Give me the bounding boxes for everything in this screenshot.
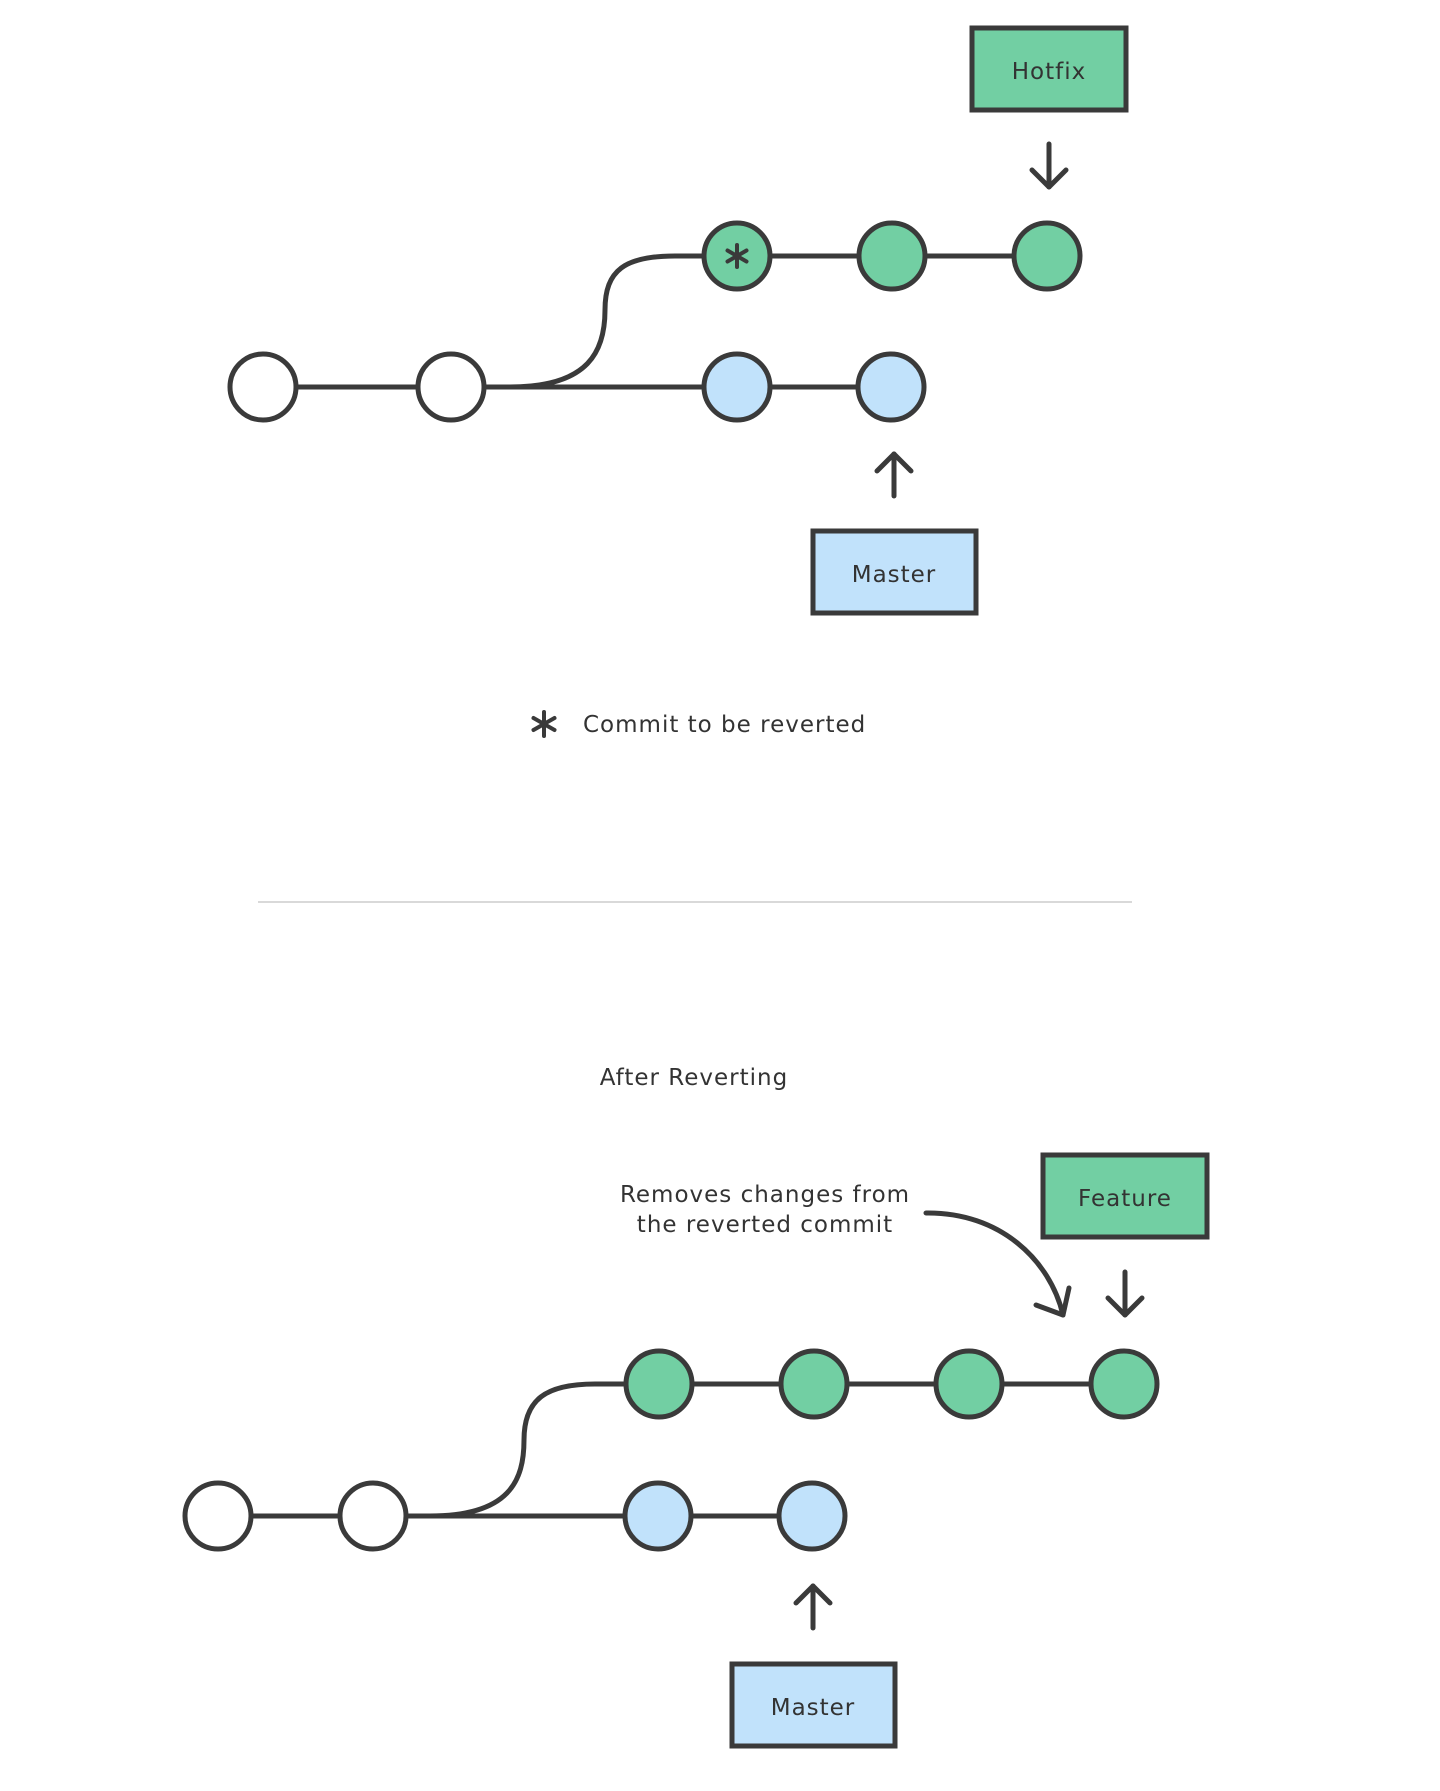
- feature-commit-node: [856, 220, 928, 292]
- annotation-line-2: the reverted commit: [637, 1212, 893, 1238]
- top-master-arrow-up-icon: [874, 451, 914, 499]
- feature-commit-node: [1011, 220, 1083, 292]
- hotfix-label-box: [969, 25, 1129, 113]
- bottom-commits: [182, 1348, 1160, 1552]
- master-commit-node: [776, 1480, 848, 1552]
- master-commit-node: [701, 351, 773, 423]
- bottom-branch-curve: [429, 1381, 625, 1519]
- top-master-label: Master: [810, 528, 979, 616]
- top-master-label-text: Master: [852, 562, 937, 588]
- master-commit-node: [855, 351, 927, 423]
- commit-node: [415, 351, 487, 423]
- feature-commit-node: [778, 1348, 850, 1420]
- hotfix-arrow-down-icon: [1029, 141, 1069, 190]
- revert-commit-node: [1088, 1348, 1160, 1420]
- hotfix-label-text: Hotfix: [1012, 59, 1086, 85]
- legend: Commit to be reverted: [531, 710, 866, 738]
- top-master-label-box: [810, 528, 979, 616]
- commit-node: [337, 1480, 409, 1552]
- bottom-branch-lines: [251, 1381, 1090, 1519]
- feature-label: Feature: [1040, 1152, 1210, 1240]
- top-branch-curve: [509, 253, 704, 390]
- hotfix-label: Hotfix: [969, 25, 1129, 113]
- master-commit-node: [622, 1480, 694, 1552]
- annotation-curved-arrow-icon: [923, 1210, 1072, 1318]
- top-branch-lines: [296, 253, 1012, 390]
- bottom-master-arrow-up-icon: [793, 1583, 833, 1631]
- commit-node: [227, 351, 299, 423]
- feature-label-text: Feature: [1078, 1186, 1172, 1212]
- asterisk-icon: [725, 243, 749, 269]
- feature-commit-node: [623, 1348, 695, 1420]
- legend-asterisk-icon: [531, 710, 557, 738]
- feature-commit-node: [933, 1348, 1005, 1420]
- bottom-master-label-box: [729, 1661, 898, 1749]
- annotation-line-1: Removes changes from: [620, 1182, 910, 1208]
- bottom-master-label: Master: [729, 1661, 898, 1749]
- bottom-diagram: After Reverting Removes changes from the…: [182, 1065, 1210, 1749]
- commit-node: [182, 1480, 254, 1552]
- top-diagram: Hotfix Master Commit to be reverted: [227, 25, 1129, 738]
- top-commits: [227, 220, 1083, 423]
- feature-label-box: [1040, 1152, 1210, 1240]
- after-reverting-title: After Reverting: [600, 1065, 788, 1091]
- feature-arrow-down-icon: [1105, 1269, 1145, 1318]
- legend-text: Commit to be reverted: [583, 712, 866, 738]
- bottom-master-label-text: Master: [771, 1695, 856, 1721]
